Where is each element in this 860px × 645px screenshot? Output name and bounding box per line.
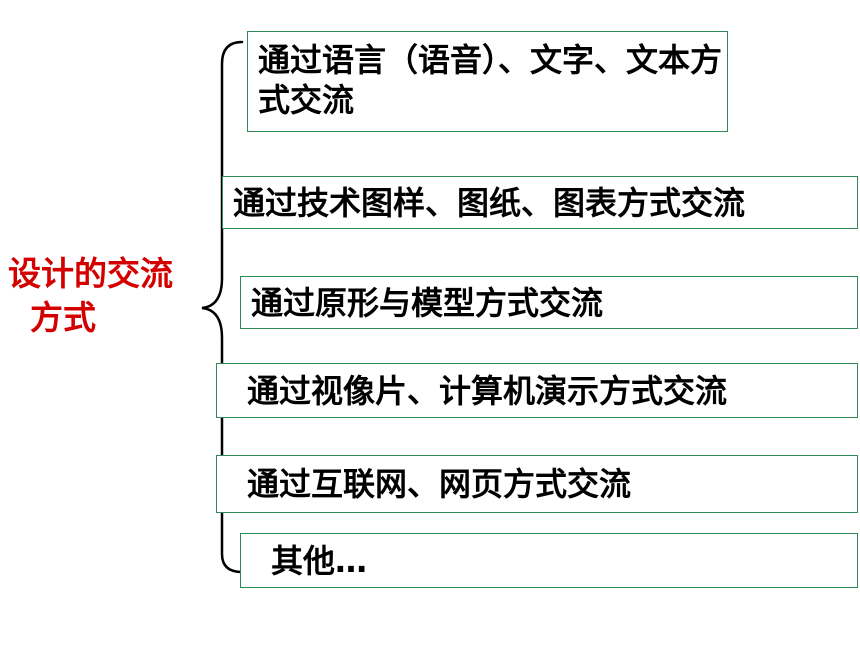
root-node: 设计的交流 方式: [8, 252, 208, 340]
branch-box-drawings: 通过技术图样、图纸、图表方式交流: [222, 176, 858, 229]
branch-box-other: 其他…: [240, 533, 858, 588]
curly-brace: [201, 40, 244, 574]
root-label-line1: 设计的交流: [8, 254, 173, 293]
branch-box-internet: 通过互联网、网页方式交流: [216, 455, 858, 513]
branch-box-prototype-model: 通过原形与模型方式交流: [240, 276, 858, 329]
branch-box-speech-text: 通过语言（语音）、文字、文本方式交流: [247, 31, 728, 132]
branch-label: 通过视像片、计算机演示方式交流: [247, 372, 728, 410]
branch-box-video-demo: 通过视像片、计算机演示方式交流: [216, 363, 858, 418]
branch-label: 通过语言（语音）、文字、文本方式交流: [258, 41, 723, 119]
branch-label: 通过技术图样、图纸、图表方式交流: [233, 184, 746, 222]
branch-label: 通过原形与模型方式交流: [251, 284, 604, 322]
branch-label: 通过互联网、网页方式交流: [247, 465, 632, 503]
branch-label: 其他…: [271, 542, 368, 580]
root-label-line2: 方式: [30, 298, 96, 337]
